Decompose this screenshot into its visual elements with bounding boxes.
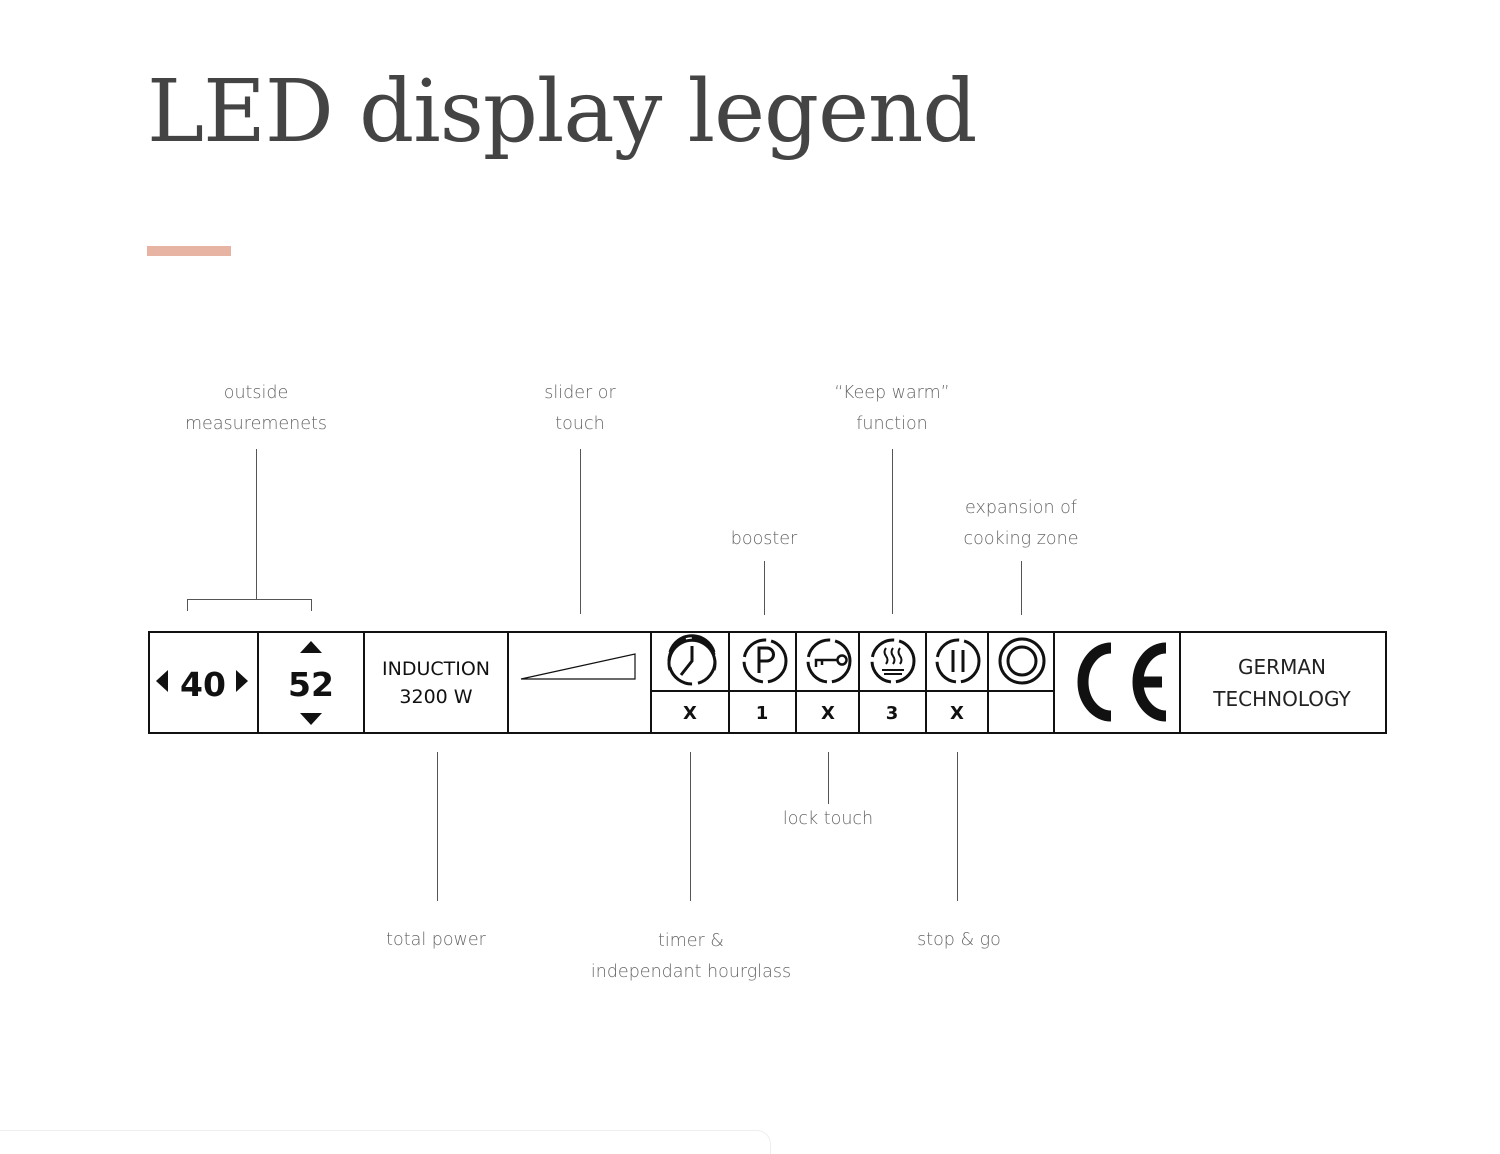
timer-value: X	[683, 703, 697, 724]
leader-line-slider	[580, 449, 581, 614]
leader-line-booster	[764, 561, 765, 615]
annotation-line-1: booster	[730, 529, 798, 549]
annotation-line-2: measuremenets	[185, 414, 327, 434]
leader-line-timer	[690, 752, 691, 901]
title-accent-bar	[147, 246, 231, 256]
leader-line-total-power	[437, 752, 438, 901]
annotation-line-1: lock touch	[782, 809, 874, 829]
annotation-line-1: slider or	[544, 383, 616, 403]
lock-value: X	[821, 703, 835, 724]
keep-warm-icon	[870, 638, 916, 684]
annotation-outside-measurements: outside measuremenets	[185, 378, 327, 440]
key-lock-icon	[806, 638, 852, 684]
leader-line-lock	[828, 752, 829, 804]
page-title: LED display legend	[147, 62, 977, 162]
bracket-outside-right	[311, 599, 312, 611]
width-value: 40	[180, 665, 226, 704]
bracket-outside-left	[187, 599, 188, 611]
annotation-expansion: expansion of cooking zone	[964, 493, 1079, 555]
arrow-left-icon	[156, 670, 168, 692]
annotation-line-2: independant hourglass	[590, 962, 792, 982]
annotation-line-2: function	[856, 414, 928, 434]
leader-line-outside	[256, 449, 257, 599]
arrow-up-icon	[300, 641, 322, 653]
annotation-line-1: total power	[386, 930, 486, 950]
arrow-down-icon	[300, 713, 322, 725]
annotation-stop-go: stop & go	[917, 925, 1001, 956]
slider-wedge-icon	[520, 653, 636, 680]
annotation-keep-warm: “Keep warm” function	[834, 378, 949, 440]
annotation-line-1: timer &	[658, 931, 724, 951]
booster-value: 1	[756, 703, 769, 724]
annotation-total-power: total power	[386, 925, 486, 956]
bracket-outside-horizontal	[187, 599, 312, 600]
pause-icon	[935, 638, 981, 684]
power-label: INDUCTION	[382, 658, 490, 680]
double-circle-icon	[998, 637, 1046, 685]
annotation-slider: slider or touch	[544, 378, 615, 440]
ce-mark-icon	[1077, 642, 1167, 722]
annotation-line-2: touch	[555, 414, 605, 434]
annotation-line-1: stop & go	[917, 930, 1001, 950]
power-value: 3200 W	[399, 686, 472, 708]
leader-line-expansion	[1021, 561, 1022, 615]
booster-p-icon	[742, 638, 788, 684]
certification-text: CE	[0, 0, 2, 1]
clock-icon	[667, 634, 717, 686]
keep-warm-value: 3	[886, 703, 899, 724]
leader-line-stop-go	[957, 752, 958, 901]
brand-line-2: TECHNOLOGY	[1212, 687, 1351, 711]
panel-frame	[148, 631, 1387, 734]
annotation-lock-touch: lock touch	[783, 804, 873, 835]
depth-value: 52	[288, 665, 334, 704]
annotation-line-1: expansion of	[965, 498, 1077, 518]
annotation-line-2: cooking zone	[963, 529, 1079, 549]
annotation-line-1: outside	[223, 383, 289, 403]
annotation-line-1: “Keep warm”	[834, 383, 950, 403]
stop-go-value: X	[950, 703, 964, 724]
brand-line-1: GERMAN	[1238, 655, 1326, 679]
page-bottom-edge	[0, 1130, 771, 1154]
arrow-right-icon	[236, 670, 248, 692]
leader-line-keep-warm	[892, 449, 893, 614]
annotation-booster: booster	[731, 524, 797, 555]
annotation-timer: timer & independant hourglass	[591, 926, 791, 988]
